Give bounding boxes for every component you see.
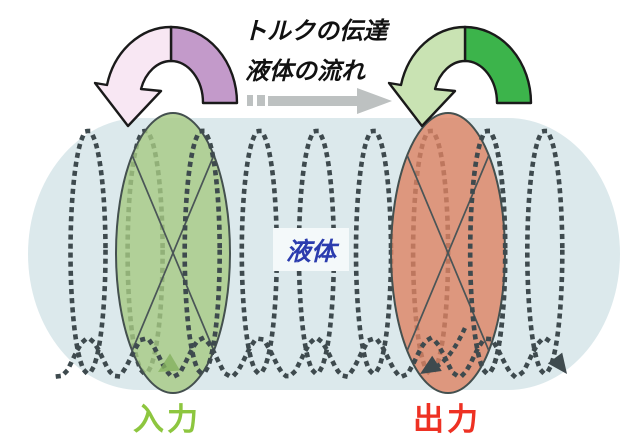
output-rotation-arrow-icon: [387, 25, 533, 128]
coil-loop: [182, 128, 222, 376]
transfer-direction-arrow-icon: [247, 88, 392, 114]
fluid-coil-front: [55, 128, 554, 380]
output-label: 出力: [413, 402, 481, 438]
coil-loop: [467, 128, 508, 376]
flow-arrowhead-right-icon: [547, 352, 567, 374]
fluid-label: 液体: [273, 228, 349, 271]
coil-loop: [524, 128, 565, 376]
input-impeller-cross-line: [131, 154, 215, 352]
coil-bottom-wave: [55, 335, 554, 380]
flow-arrowhead-input-icon: [158, 353, 180, 372]
output-impeller-cross-line: [406, 154, 490, 352]
torque-transfer-label: トルクの伝達: [243, 17, 387, 45]
fluid-flow-label: 液体の流れ: [245, 57, 365, 85]
flow-arrowhead-output-icon: [420, 355, 442, 374]
coil-loop: [68, 128, 108, 376]
input-label: 入力: [133, 402, 201, 438]
input-rotation-arrow-icon: [93, 25, 239, 128]
